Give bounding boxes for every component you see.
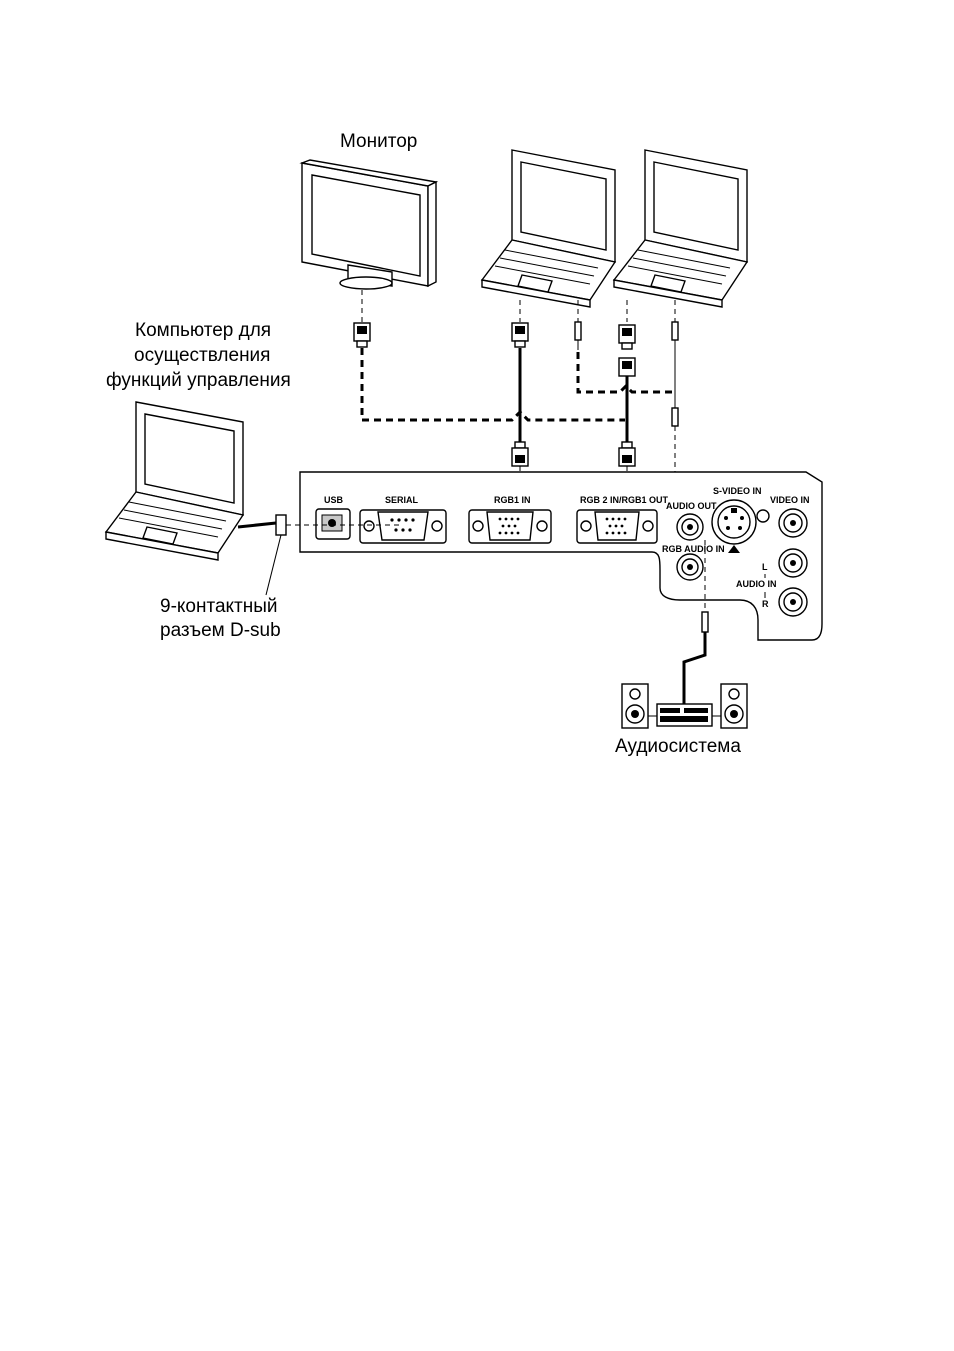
serial-port[interactable]: [360, 510, 446, 543]
video-in-port-label: VIDEO IN: [770, 495, 810, 505]
stereo-receiver-icon: [657, 704, 712, 726]
rgb-audio-in-port-label: RGB AUDIO IN: [662, 544, 725, 554]
control-pc-label-line2: осуществления: [134, 345, 270, 366]
rgb1-in-port[interactable]: [469, 510, 551, 543]
laptop-icon: [482, 150, 615, 307]
vga-plug-icon: [512, 442, 528, 466]
audio-in-l-port[interactable]: [779, 549, 807, 577]
vga-plug-icon: [512, 323, 528, 347]
vga-plug-icon: [354, 323, 370, 347]
audio-jack-icon: [702, 612, 708, 632]
rgb-audio-in-port[interactable]: [677, 554, 703, 580]
rgb1-in-port-label: RGB1 IN: [494, 495, 531, 505]
speaker-icon: [622, 684, 648, 728]
audio-jack-icon: [672, 322, 678, 340]
speaker-icon: [721, 684, 747, 728]
serial-port-label: SERIAL: [385, 495, 419, 505]
rgb2-in-rgb1-out-port-label: RGB 2 IN/RGB1 OUT: [580, 495, 669, 505]
control-pc-label-line3: функций управления: [106, 370, 291, 391]
audio-in-r-label: R: [762, 599, 769, 609]
usb-port-label: USB: [324, 495, 344, 505]
audio-system-label: Аудиосистема: [615, 736, 741, 757]
usb-port[interactable]: [316, 509, 350, 539]
video-in-port[interactable]: [779, 509, 807, 537]
audio-out-port[interactable]: [677, 514, 703, 540]
audio-out-port-label: AUDIO OUT: [666, 501, 717, 511]
audio-jack-icon: [575, 322, 581, 350]
dsub-label-line1: 9-контактный: [160, 596, 278, 617]
monitor-label: Монитор: [340, 131, 417, 152]
monitor-icon: [302, 160, 436, 289]
rgb2-in-rgb1-out-port[interactable]: [577, 510, 657, 543]
indicator-hole: [757, 510, 769, 522]
control-pc-label-line1: Компьютер для: [135, 320, 271, 341]
dsub-label-line2: разъем D-sub: [160, 620, 281, 641]
laptop-icon: [106, 402, 243, 560]
s-video-in-port-label: S-VIDEO IN: [713, 486, 762, 496]
vga-plug-icon: [619, 325, 635, 376]
audio-jack-icon: [672, 408, 678, 426]
audio-in-r-port[interactable]: [779, 588, 807, 616]
vga-plug-icon: [619, 442, 635, 466]
laptop-icon: [614, 150, 747, 307]
projector-panel: [300, 472, 822, 640]
audio-in-l-label: L: [762, 562, 768, 572]
audio-in-port-label: AUDIO IN: [736, 579, 777, 589]
